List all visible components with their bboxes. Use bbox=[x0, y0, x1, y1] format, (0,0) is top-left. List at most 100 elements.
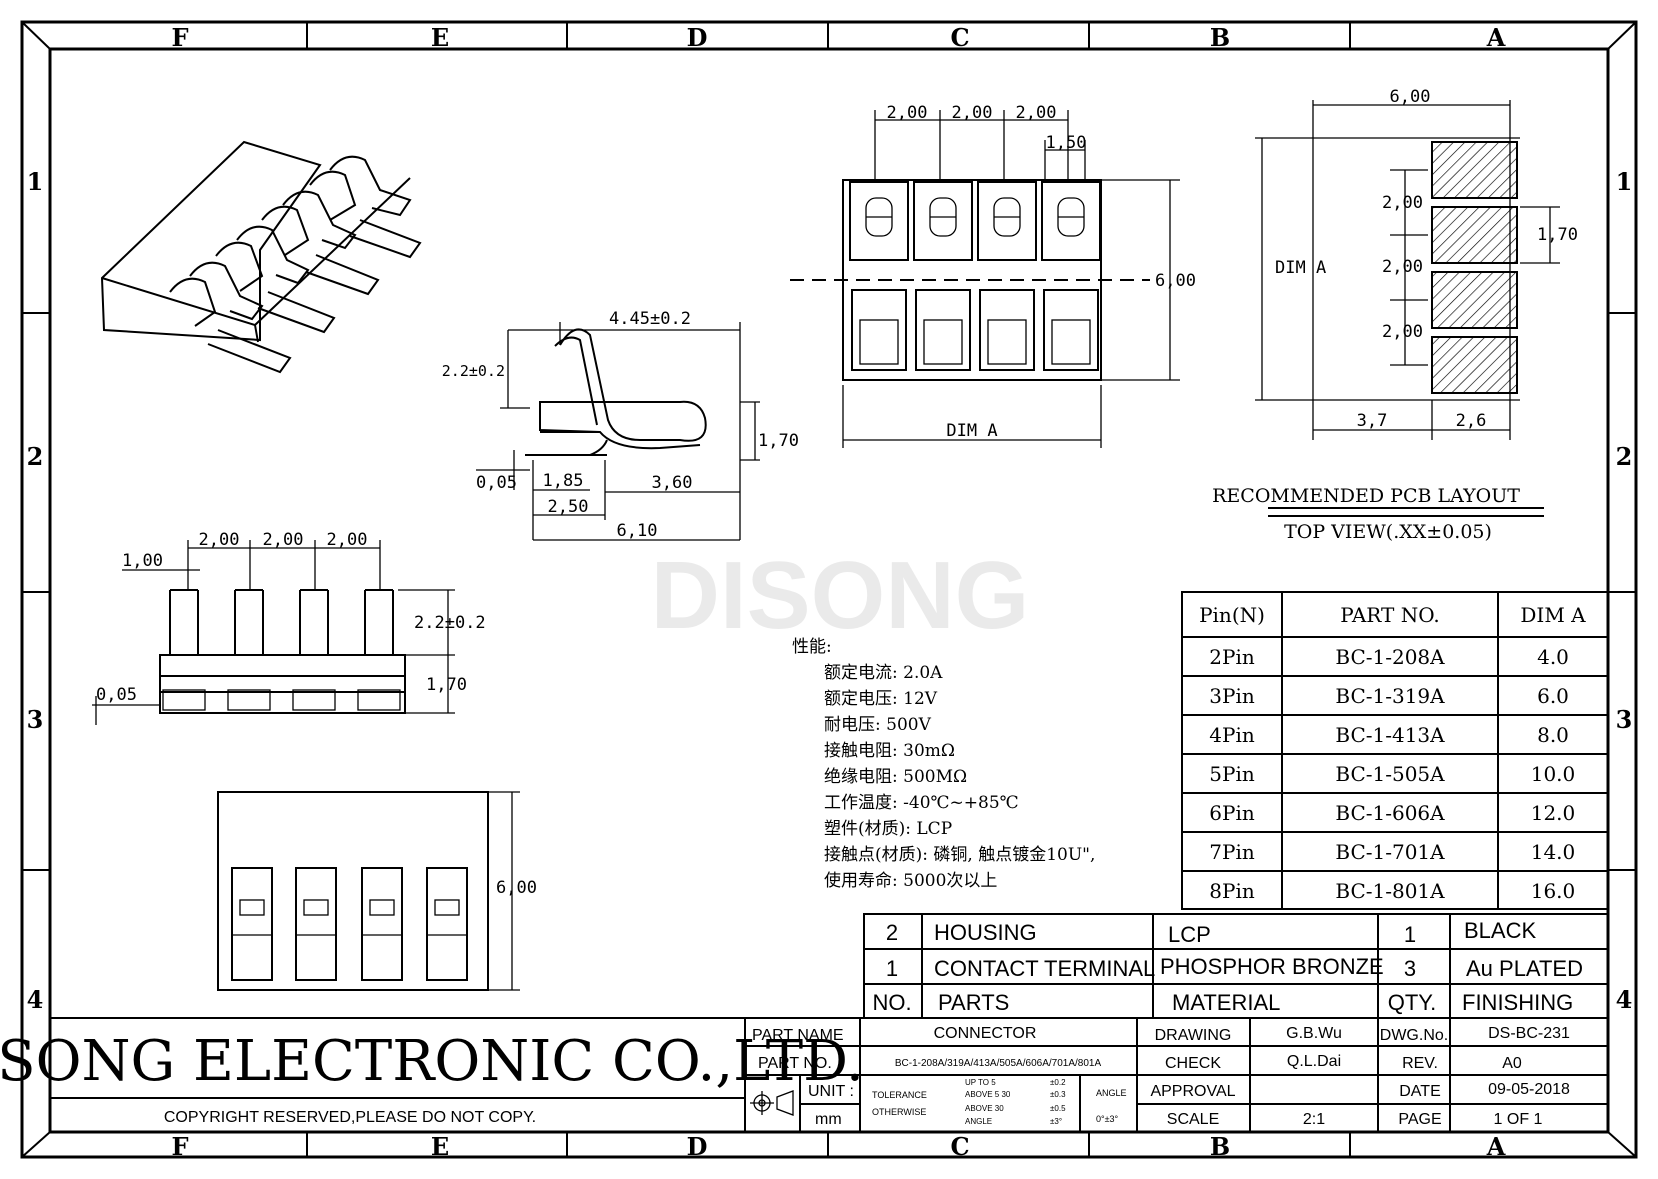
part-table-cell: 16.0 bbox=[1531, 879, 1576, 903]
tol-value: ±3° bbox=[1050, 1117, 1062, 1126]
zone-row-label: 4 bbox=[1616, 985, 1633, 1014]
date-label: DATE bbox=[1399, 1083, 1440, 1100]
bottom-contact bbox=[295, 867, 337, 981]
part-table-header: Pin(N) bbox=[1199, 603, 1265, 627]
part-table-cell: BC-1-319A bbox=[1335, 684, 1445, 708]
dim-pitch: 2,00 bbox=[887, 103, 928, 123]
spec-line: 额定电压: 12V bbox=[824, 689, 938, 709]
dim-185: 1,85 bbox=[543, 471, 584, 491]
dim-pitch: 2,00 bbox=[1016, 103, 1057, 123]
zone-col-label: F bbox=[171, 23, 188, 52]
dim-pcb-pad: 1,70 bbox=[1537, 225, 1578, 245]
bom-header: NO. bbox=[872, 990, 911, 1015]
spec-line: 塑件(材质): LCP bbox=[824, 819, 952, 839]
drawing-label: DRAWING bbox=[1155, 1027, 1232, 1044]
bom-cell: 1 bbox=[886, 956, 898, 981]
pcb-layout-subtitle: TOP VIEW(.XX±0.05) bbox=[1284, 521, 1492, 543]
part-table-cell: 3Pin bbox=[1209, 684, 1255, 708]
bottom-view: 6,00 bbox=[217, 791, 537, 991]
iso-contact bbox=[309, 155, 422, 259]
front-contact bbox=[849, 181, 909, 371]
dwg-no: DS-BC-231 bbox=[1488, 1025, 1570, 1042]
dim-body-depth: 6,00 bbox=[1155, 271, 1196, 291]
dim-pcb-26: 2,6 bbox=[1456, 411, 1487, 431]
bom-cell: LCP bbox=[1168, 922, 1211, 947]
zone-row-label: 2 bbox=[27, 442, 44, 471]
zone-col-label: B bbox=[1210, 23, 1230, 52]
dim-side-height: 2.2±0.2 bbox=[414, 613, 486, 633]
part-table-cell: BC-1-413A bbox=[1335, 723, 1445, 747]
zone-col-label: A bbox=[1486, 23, 1506, 52]
approval-label: APPROVAL bbox=[1150, 1083, 1235, 1100]
bill-of-materials: 2 HOUSING LCP 1 BLACK 1 CONTACT TERMINAL… bbox=[863, 913, 1609, 1019]
dim-pcb-width: 6,00 bbox=[1390, 87, 1431, 107]
date-value: 09-05-2018 bbox=[1488, 1081, 1570, 1098]
tolerance-label: TOLERANCE bbox=[872, 1090, 927, 1100]
bom-header: MATERIAL bbox=[1172, 990, 1280, 1015]
projection-symbol-icon bbox=[750, 1090, 794, 1116]
dim-pcb-37: 3,7 bbox=[1357, 411, 1388, 431]
tol-range: ABOVE 30 bbox=[965, 1104, 1004, 1113]
iso-contact bbox=[169, 261, 292, 374]
dim-bottom-depth: 6,00 bbox=[496, 878, 537, 898]
zone-row-label: 1 bbox=[27, 167, 44, 196]
zone-row-label: 1 bbox=[1616, 167, 1633, 196]
front-contact bbox=[977, 181, 1037, 371]
checked-by: Q.L.Dai bbox=[1287, 1053, 1341, 1070]
zone-row-label: 2 bbox=[1616, 442, 1633, 471]
zone-col-label: A bbox=[1486, 1132, 1506, 1161]
scale-value: 2:1 bbox=[1303, 1111, 1325, 1128]
zone-row-label: 4 bbox=[27, 985, 44, 1014]
dim-pcb-pitch: 2,00 bbox=[1382, 193, 1423, 213]
watermark: DISONG bbox=[651, 542, 1030, 649]
bom-header: PARTS bbox=[938, 990, 1009, 1015]
page-value: 1 OF 1 bbox=[1494, 1111, 1543, 1128]
dim-pin-width: 1,50 bbox=[1046, 133, 1087, 153]
side-contact bbox=[162, 589, 206, 711]
zone-col-label: C bbox=[950, 23, 969, 52]
part-no: BC-1-208A/319A/413A/505A/606A/701A/801A bbox=[895, 1058, 1102, 1069]
part-name: CONNECTOR bbox=[934, 1025, 1037, 1042]
terminal-side-view: 4.45±0.2 2.2±0.2 1,70 0,05 1,85 3,60 2,5… bbox=[442, 309, 799, 541]
angle-label: ANGLE bbox=[1096, 1088, 1127, 1098]
check-label: CHECK bbox=[1165, 1055, 1221, 1072]
pcb-pad bbox=[1431, 271, 1518, 329]
bom-cell: PHOSPHOR BRONZE bbox=[1160, 954, 1384, 979]
pcb-pad bbox=[1431, 206, 1518, 264]
dim-gap: 0,05 bbox=[476, 473, 517, 493]
tol-range: ABOVE 5 30 bbox=[965, 1090, 1011, 1099]
spec-line: 绝缘电阻: 500MΩ bbox=[824, 767, 967, 787]
zone-row-label: 3 bbox=[1616, 705, 1633, 734]
tol-value: ±0.3 bbox=[1050, 1090, 1066, 1099]
front-view: 2,00 2,00 2,00 1,50 6,00 DIM A bbox=[790, 103, 1196, 448]
pcb-pad bbox=[1431, 141, 1518, 199]
part-table-cell: 10.0 bbox=[1531, 762, 1576, 786]
part-table-cell: 4Pin bbox=[1209, 723, 1255, 747]
side-view: 2,00 2,00 2,00 1,00 2.2±0.2 1,70 0,05 bbox=[92, 530, 486, 725]
part-table-cell: BC-1-701A bbox=[1335, 840, 1445, 864]
bom-header: QTY. bbox=[1388, 990, 1437, 1015]
part-table-cell: BC-1-801A bbox=[1335, 879, 1445, 903]
page-label: PAGE bbox=[1398, 1111, 1441, 1128]
copyright-notice: COPYRIGHT RESERVED,PLEASE DO NOT COPY. bbox=[164, 1109, 536, 1126]
tol-value: ±0.2 bbox=[1050, 1078, 1066, 1087]
bom-cell: HOUSING bbox=[934, 920, 1037, 945]
part-table-cell: 5Pin bbox=[1209, 762, 1255, 786]
title-block: DISONG ELECTRONIC CO.,LTD. COPYRIGHT RES… bbox=[0, 1017, 1609, 1133]
company-name: DISONG ELECTRONIC CO.,LTD. bbox=[0, 1029, 864, 1094]
bom-cell: 2 bbox=[886, 920, 898, 945]
bottom-contact bbox=[231, 867, 273, 981]
dim-pcb-pitch: 2,00 bbox=[1382, 322, 1423, 342]
dim-side-pitch: 2,00 bbox=[327, 530, 368, 550]
dim-side-pitch: 2,00 bbox=[199, 530, 240, 550]
bom-cell: CONTACT TERMINAL bbox=[934, 956, 1155, 981]
spec-line: 耐电压: 500V bbox=[824, 715, 932, 735]
tol-range: UP TO 5 bbox=[965, 1078, 996, 1087]
spec-line: 使用寿命: 5000次以上 bbox=[824, 870, 997, 891]
part-no-label: PART NO. bbox=[758, 1055, 832, 1072]
dim-360: 3,60 bbox=[652, 473, 693, 493]
zone-col-label: B bbox=[1210, 1132, 1230, 1161]
dwg-no-label: DWG.No. bbox=[1380, 1027, 1448, 1044]
bottom-contact bbox=[426, 867, 468, 981]
